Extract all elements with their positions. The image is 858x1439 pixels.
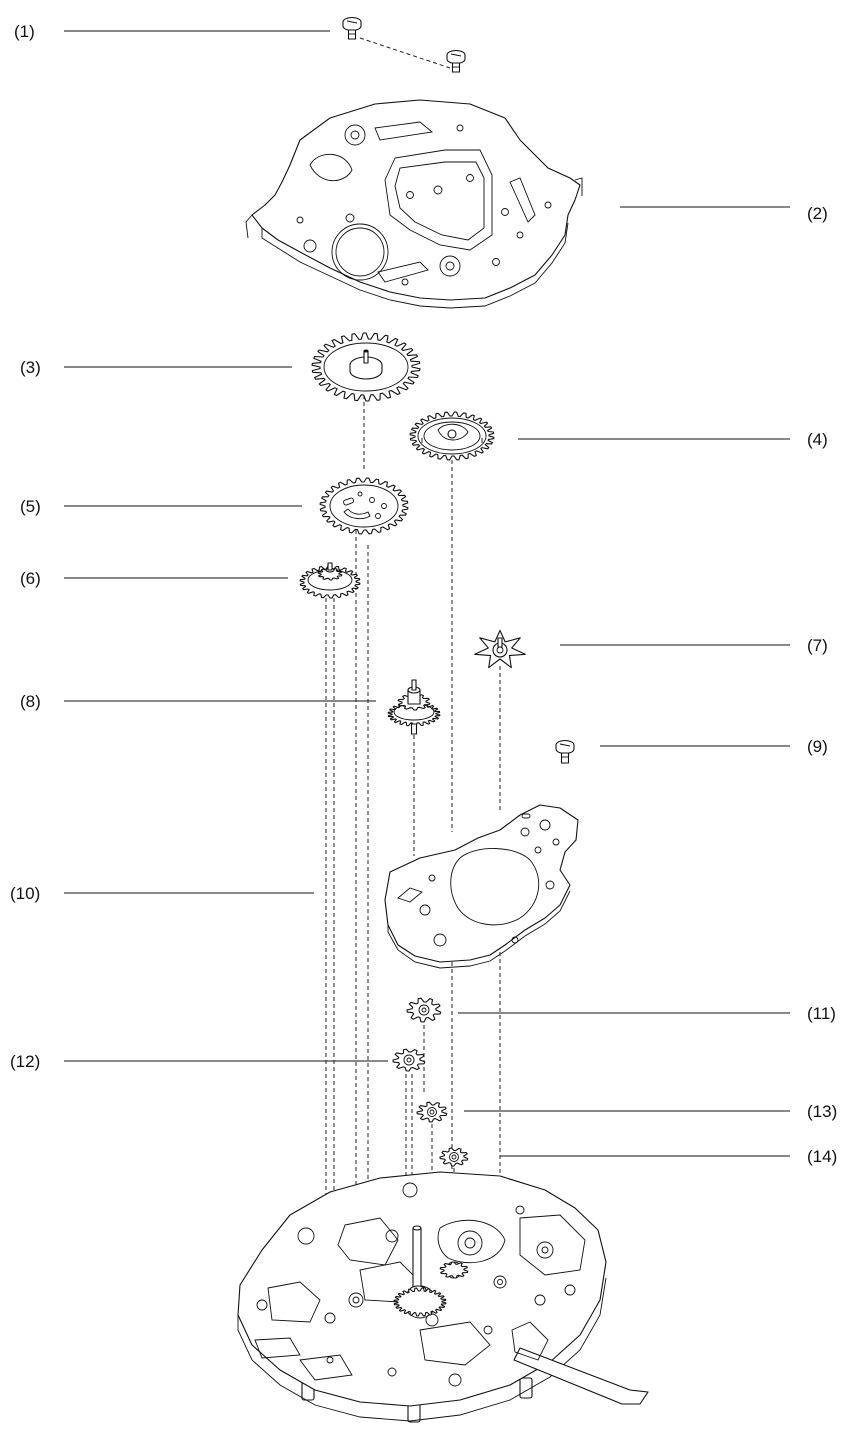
callout-label-4: (4) (807, 430, 828, 449)
screw-icon (555, 739, 575, 764)
callout-label-13: (13) (807, 1102, 837, 1121)
part-11-pinion (406, 997, 442, 1023)
part-12-pinion (392, 1048, 426, 1072)
callout-label-2: (2) (807, 204, 828, 223)
gear-teeth-6b (317, 567, 343, 581)
callout-label-14: (14) (807, 1147, 837, 1166)
callout-label-11: (11) (807, 1004, 836, 1023)
callout-labels: (1) (2) (3) (4) (5) (6) (7) (8) (9) (10)… (10, 22, 837, 1166)
leader-lines (64, 30, 790, 1157)
part-13-pinion (416, 1101, 448, 1123)
guide-screw-pair (359, 37, 451, 69)
callout-label-5: (5) (20, 497, 41, 516)
part-2-top-plate (245, 99, 583, 309)
callout-label-7: (7) (807, 636, 828, 655)
part-3-large-wheel (311, 332, 421, 402)
part-7-star-wheel (474, 629, 526, 669)
pinion-teeth-11 (406, 997, 442, 1023)
callout-label-8: (8) (20, 692, 41, 711)
callout-label-3: (3) (20, 358, 41, 377)
callout-label-1: (1) (14, 22, 35, 41)
pinion-teeth-12 (392, 1048, 426, 1072)
part-10-wheel-bridge (384, 804, 579, 969)
part-5-perforated-wheel (319, 477, 409, 535)
pinion-teeth-13 (416, 1101, 448, 1123)
callout-label-6: (6) (20, 569, 41, 588)
part-9-bridge-screw (555, 739, 575, 764)
screw-icon (342, 16, 362, 40)
part-1-screw-pair (342, 16, 466, 73)
gear-teeth-6 (299, 565, 361, 599)
part-4-ratchet-wheel (409, 411, 495, 461)
base-pinion-teeth (439, 1261, 469, 1279)
gear-teeth-5 (319, 477, 409, 535)
callout-label-10: (10) (10, 884, 40, 903)
part-6-small-wheel (299, 562, 361, 599)
pinion-teeth-14 (439, 1147, 469, 1167)
screw-icon (446, 49, 466, 73)
base-movement (237, 1171, 649, 1423)
base-gear-teeth (393, 1287, 447, 1317)
callout-label-9: (9) (807, 737, 828, 756)
part-8-wheel-and-pinion (387, 679, 441, 735)
part-14-pinion (439, 1147, 469, 1167)
callout-label-12: (12) (10, 1052, 40, 1071)
